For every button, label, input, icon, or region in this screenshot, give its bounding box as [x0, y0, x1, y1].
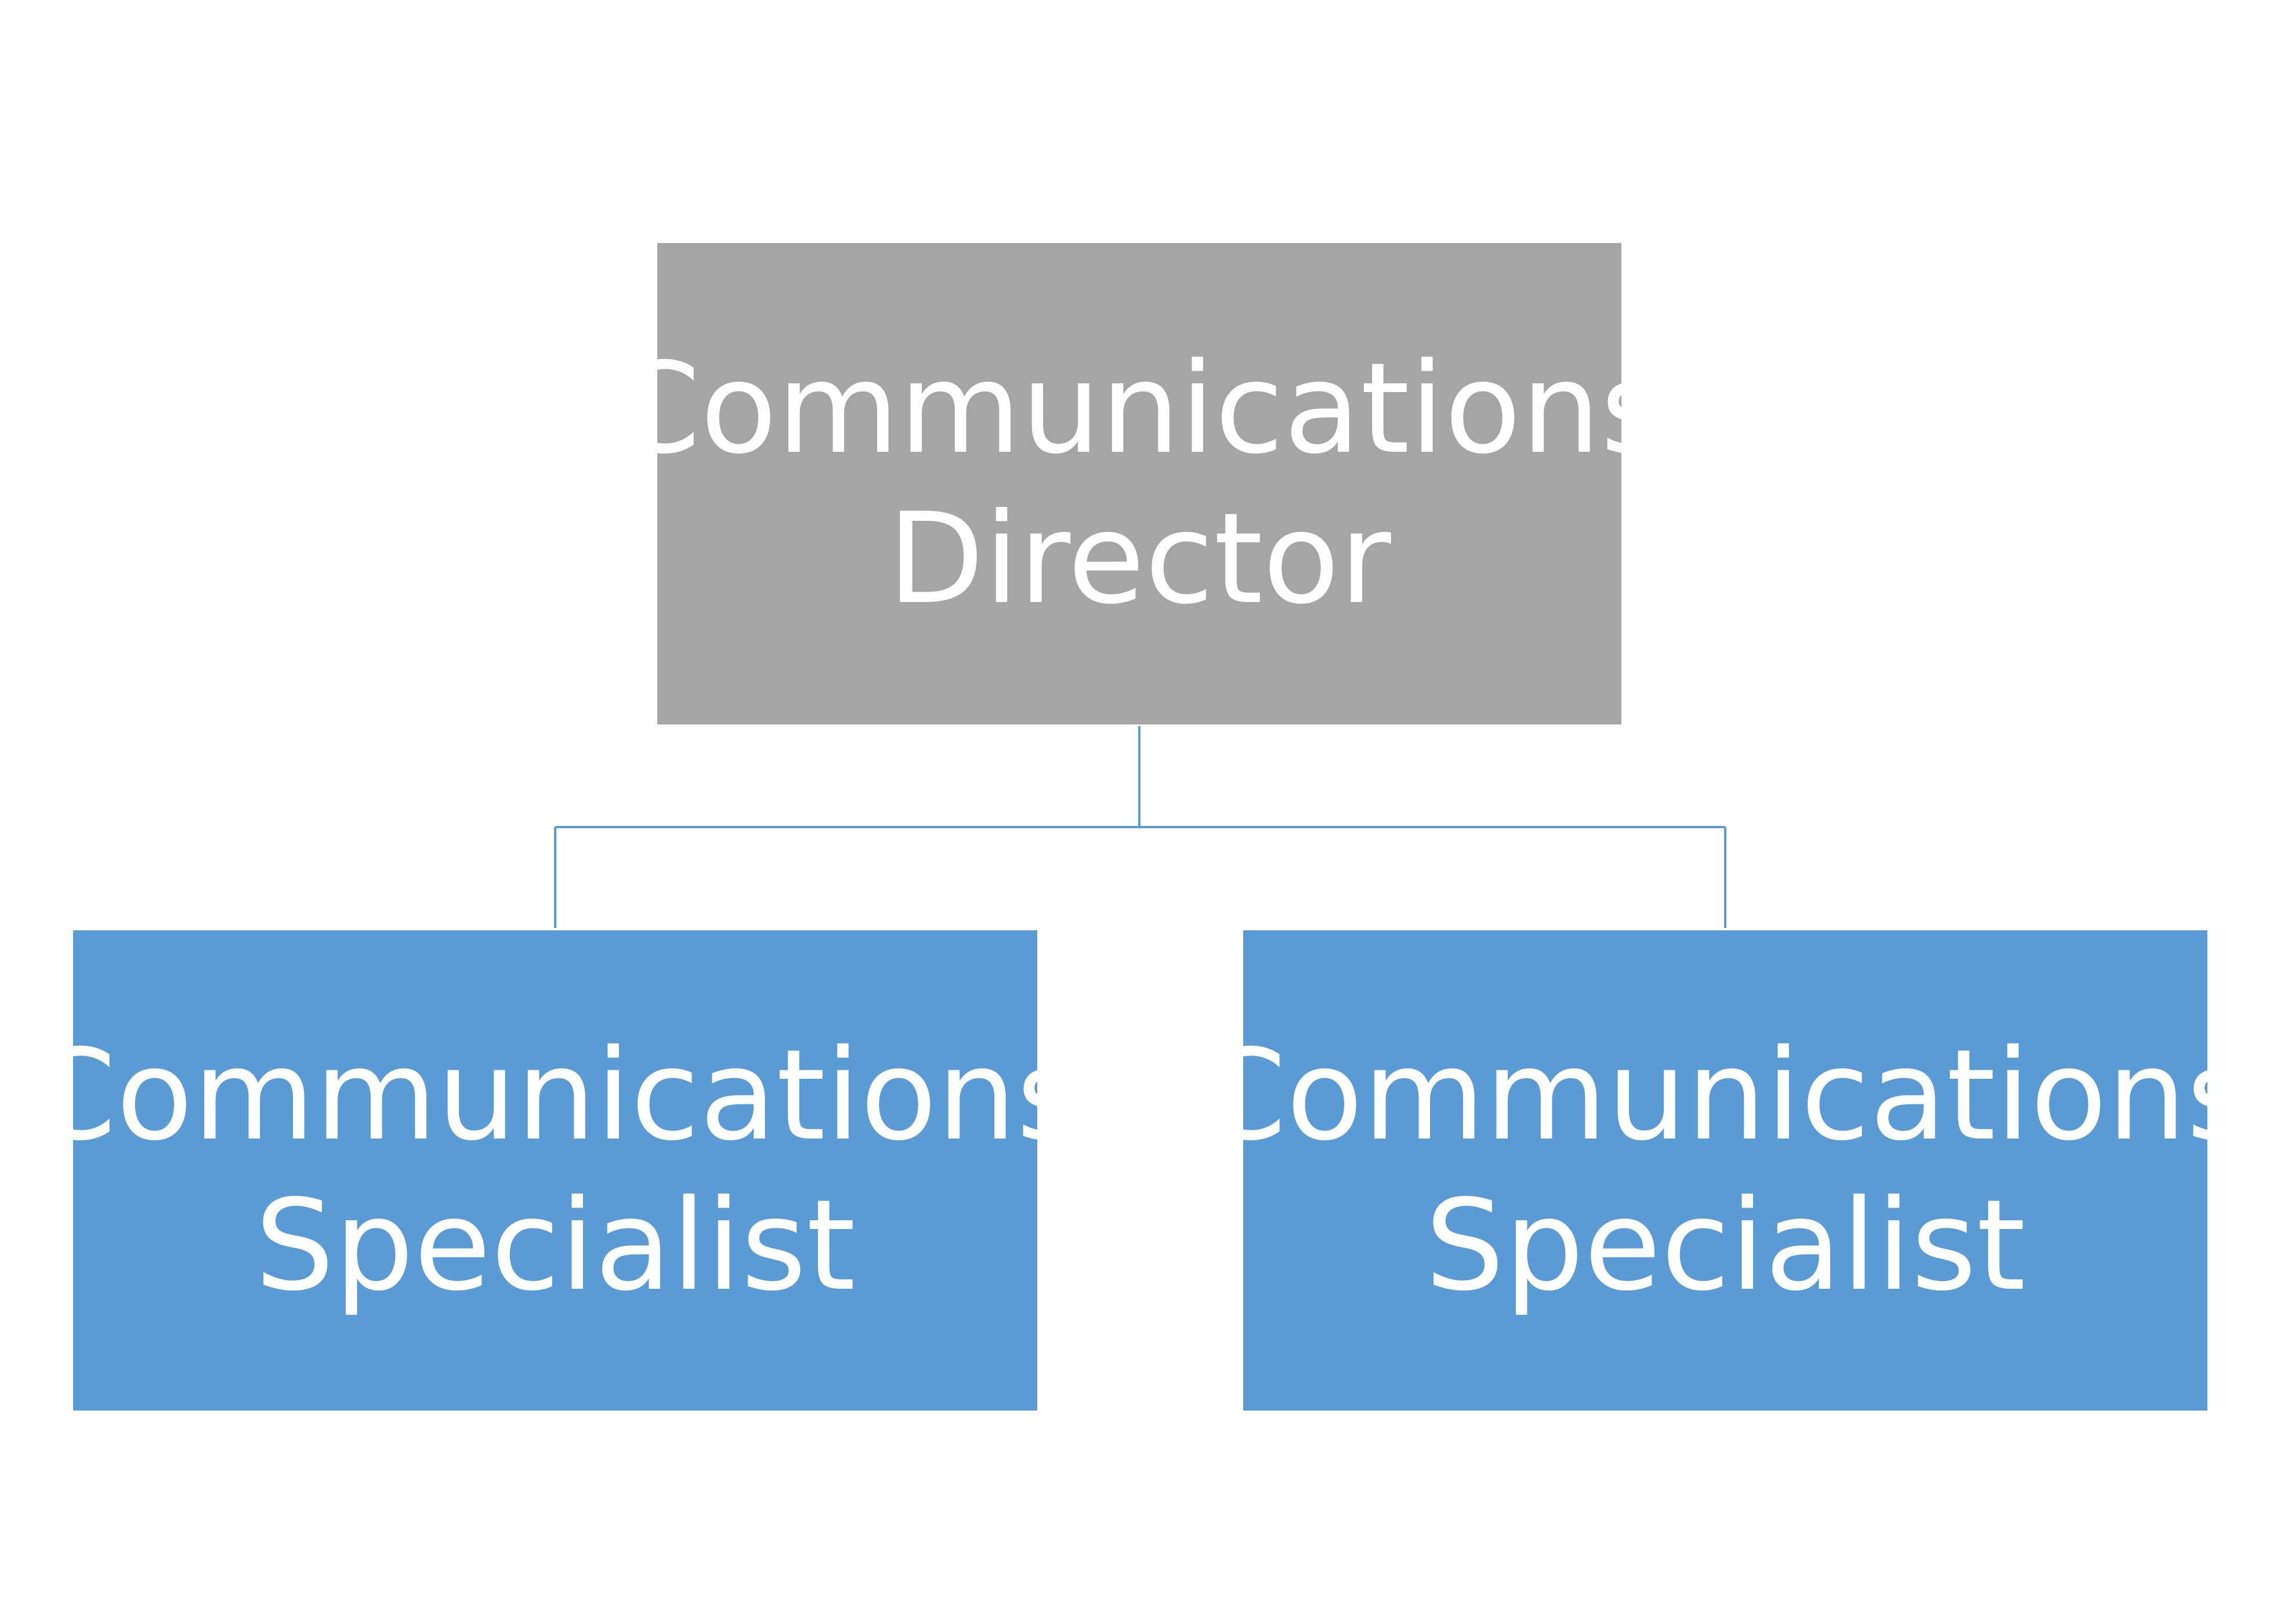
specialist-left-title-line2: Specialist [255, 1173, 856, 1318]
specialist-left-title-line1: Communications [28, 1022, 1082, 1168]
director-title-line1: Communications [613, 335, 1666, 481]
director-box: Communications Director [613, 243, 1666, 724]
specialist-box-left: Communications Specialist [29, 930, 1082, 1411]
specialist-right-title-line2: Specialist [1425, 1173, 2026, 1318]
director-title-line2: Director [888, 486, 1391, 632]
specialist-box-right: Communications Specialist [1199, 930, 2252, 1411]
specialist-right-title-line1: Communications [1199, 1022, 2252, 1168]
